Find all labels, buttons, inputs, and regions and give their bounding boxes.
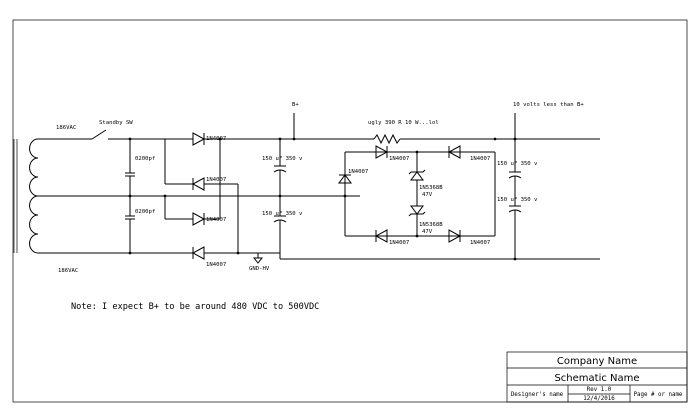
- d2-label: 1N4007: [206, 177, 226, 183]
- zener1-part-label: 1N5368B: [419, 185, 443, 191]
- c3-label: 150 uF 350 v: [497, 161, 538, 167]
- bridge-capacitors: [125, 137, 135, 255]
- date: 12/4/2016: [583, 396, 615, 402]
- standby-switch: [60, 129, 193, 140]
- d6-label: 1N4007: [389, 156, 409, 162]
- output-rail: [294, 113, 600, 145]
- d1-label: 1N4007: [206, 136, 226, 142]
- c1-label: 150 uF 350 v: [262, 156, 303, 162]
- c4-label: 150 uF 350 v: [497, 197, 538, 203]
- page-name: Page # or name: [634, 392, 683, 398]
- company-name: Company Name: [557, 356, 637, 367]
- d3-label: 1N4007: [206, 217, 226, 223]
- d5-label: 1N4007: [348, 169, 368, 175]
- bridge-diodes: [163, 132, 294, 260]
- sheet-border: [12, 19, 688, 403]
- output-capacitors: [279, 139, 600, 261]
- zener2-part-label: 1N5368B: [419, 222, 443, 228]
- schematic-name: Schematic Name: [554, 373, 639, 384]
- transformer: [13, 138, 60, 254]
- regulator-section: [338, 137, 497, 243]
- secondary-top-label: 186VAC: [56, 125, 76, 131]
- d4-label: 1N4007: [206, 262, 226, 268]
- zener2-volt-label: 47V: [422, 229, 433, 235]
- cap-bottom-label: 0200pf: [135, 209, 155, 215]
- filter-capacitors: [252, 113, 296, 264]
- standby-switch-label: Standby SW: [99, 120, 133, 126]
- output-label: 10 volts less than B+: [513, 102, 584, 108]
- secondary-bottom-label: 186VAC: [58, 268, 78, 274]
- d9-label: 1N4007: [470, 240, 490, 246]
- c2-label: 150 uF 350 v: [262, 211, 303, 217]
- zener1-volt-label: 47V: [422, 192, 433, 198]
- title-block: [506, 351, 688, 403]
- d7-label: 1N4007: [470, 156, 490, 162]
- gnd-label: GND-HV: [249, 266, 270, 272]
- d8-label: 1N4007: [389, 240, 409, 246]
- resistor-label: ugly 390 R 10 W...lol: [368, 120, 439, 126]
- revision: Rev 1.0: [587, 387, 612, 393]
- design-note: Note: I expect B+ to be around 480 VDC t…: [71, 302, 319, 312]
- cap-top-label: 0200pf: [135, 156, 155, 162]
- designer-name: Designer's name: [511, 392, 564, 398]
- bplus-label: B+: [292, 102, 299, 108]
